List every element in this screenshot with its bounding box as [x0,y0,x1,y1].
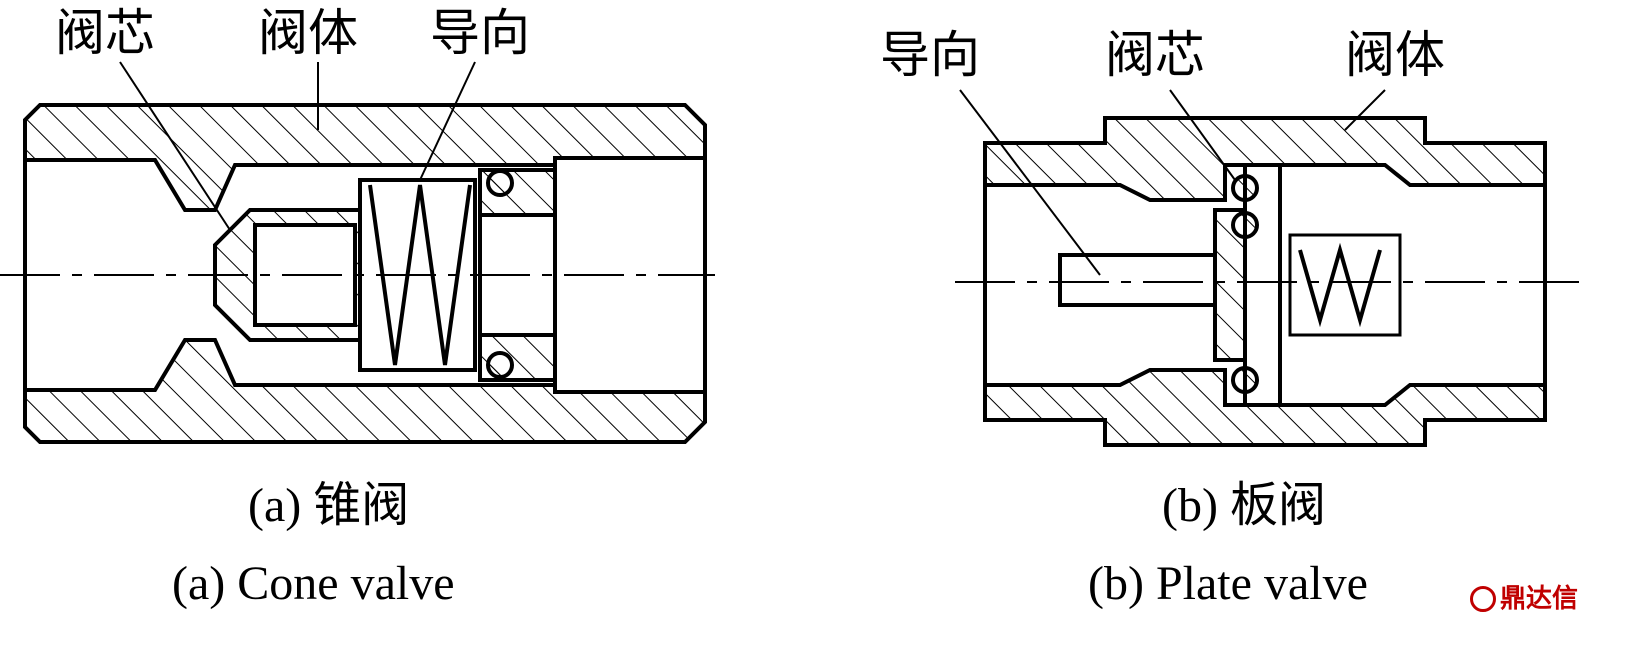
cone-valve-oring-top [486,169,514,197]
plate-valve-ball-top [1231,174,1259,202]
watermark-logo-icon [1470,586,1496,612]
plate-valve-core-leader [1169,89,1236,181]
cone-valve-drawing [0,61,715,444]
plate-valve-guide-leader [959,89,1101,276]
plate-valve-body-leader [1344,89,1386,131]
cone-valve-oring-bottom [486,351,514,379]
plate-valve-drawing [955,89,1590,447]
plate-valve-caption-cn: (b) 板阀 [1162,479,1326,532]
plate-valve-seat [1243,163,1282,407]
plate-valve-label-core: 阀芯 [1105,26,1205,84]
cone-valve-guide-leader [419,61,476,181]
cone-valve-caption-en: (a) Cone valve [172,557,455,610]
plate-valve-guide [1058,253,1217,307]
cone-valve-label-body: 阀体 [258,4,358,62]
plate-valve-ball-mid [1231,211,1259,239]
plate-valve-label-guide: 导向 [880,26,980,84]
plate-valve-ball-bottom [1231,366,1259,394]
plate-valve-spring [1298,242,1382,328]
plate-valve-label-body: 阀体 [1345,26,1445,84]
cone-valve-caption-cn: (a) 锥阀 [248,479,410,532]
cone-valve-label-core: 阀芯 [55,4,155,62]
cone-valve-label-guide: 导向 [430,4,530,62]
cone-valve-core-leader [119,61,231,231]
cone-valve-spring [368,184,472,366]
watermark-text: 鼎达信 [1500,584,1579,614]
plate-valve-caption-en: (b) Plate valve [1088,557,1368,610]
